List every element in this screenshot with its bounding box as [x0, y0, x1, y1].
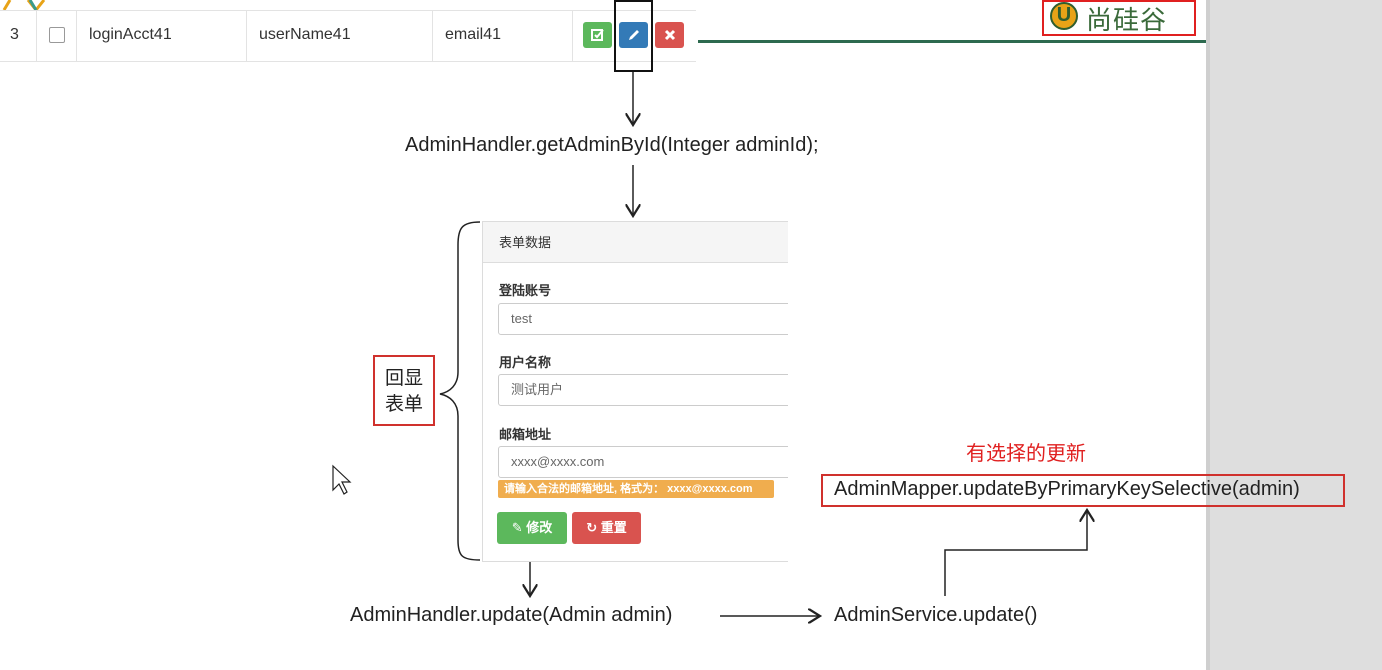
get-admin-by-id-text: AdminHandler.getAdminById(Integer adminI…: [405, 134, 819, 156]
gutter-edge: [1206, 0, 1210, 670]
logo-frame: [1042, 0, 1196, 36]
right-gutter: [1206, 0, 1382, 670]
reset-button[interactable]: ↻ 重置: [572, 512, 641, 544]
row-index: 3: [10, 26, 19, 43]
form-brace: [439, 221, 481, 561]
row-checkbox[interactable]: [49, 27, 65, 43]
pencil-icon: [628, 30, 639, 40]
username-input[interactable]: 测试用户: [498, 374, 788, 406]
handler-update-text: AdminHandler.update(Admin admin): [350, 604, 673, 626]
selective-note: 有选择的更新: [966, 441, 1086, 465]
check-square-icon: [590, 29, 604, 41]
arrow-service-to-mapper: [944, 510, 1087, 596]
table-row: 3 loginAcct41 userName41 email41: [0, 10, 696, 62]
submit-button[interactable]: ✎ 修改: [497, 512, 567, 544]
cell-email: email41: [432, 11, 572, 61]
form-card: 表单数据 登陆账号 test 用户名称 测试用户 邮箱地址 xxxx@xxxx.…: [482, 221, 788, 562]
assign-button[interactable]: [583, 22, 612, 48]
logo-icon: U: [1050, 2, 1078, 30]
header-rule: [698, 40, 1206, 43]
echo-label-line1: 回显: [384, 367, 423, 389]
row-checkbox-cell: [36, 11, 76, 61]
mouse-cursor-icon: [332, 464, 352, 495]
email-tip: 请输入合法的邮箱地址, 格式为： xxxx@xxxx.com: [498, 480, 774, 498]
login-label: 登陆账号: [499, 283, 552, 298]
delete-button[interactable]: [655, 22, 684, 48]
cell-actions: [572, 11, 696, 61]
submit-label: 修改: [526, 520, 553, 535]
cell-user-name: userName41: [246, 11, 432, 61]
mapper-highlight: [821, 474, 1345, 507]
email-input[interactable]: xxxx@xxxx.com: [498, 446, 788, 478]
echo-label-line2: 表单: [384, 393, 423, 415]
times-icon: [664, 29, 675, 41]
edit-icon: ✎: [511, 520, 527, 535]
echo-form-note: 回显 表单: [373, 355, 435, 426]
service-update-text: AdminService.update(): [834, 604, 1038, 626]
form-heading: 表单数据: [483, 222, 788, 263]
username-label: 用户名称: [499, 355, 552, 370]
login-input[interactable]: test: [498, 303, 788, 335]
email-label: 邮箱地址: [499, 427, 552, 442]
edit-button-highlight: [614, 0, 653, 72]
refresh-icon: ↻: [586, 520, 601, 535]
reset-label: 重置: [600, 520, 627, 535]
mapper-update-text: AdminMapper.updateByPrimaryKeySelective(…: [834, 478, 1300, 500]
logo-text: 尚硅谷: [1086, 6, 1168, 36]
corner-logo-fragment-icon: [2, 0, 46, 11]
edit-button[interactable]: [619, 22, 648, 48]
cell-login-acct: loginAcct41: [76, 11, 246, 61]
